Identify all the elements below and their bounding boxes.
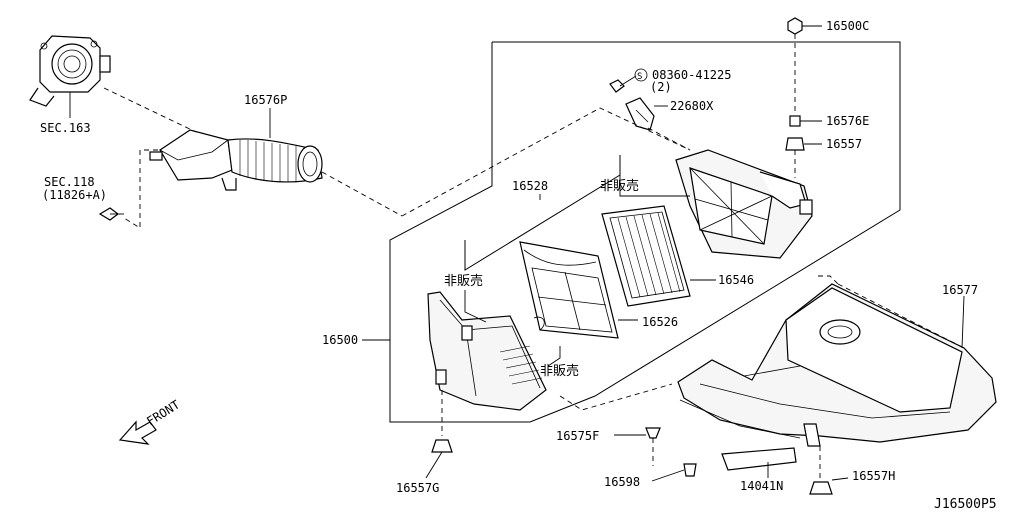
leader-lines [362,170,690,367]
label-16546: 16546 [718,273,754,287]
clip-16575F [614,427,661,466]
front-arrow [118,420,157,445]
label-front: FRONT [144,398,182,429]
label-nonsale-top: 非販売 [600,178,639,194]
label-08360-41225-symbol: S [637,72,642,82]
label-16576E: 16576E [826,114,869,128]
label-nonsale-mid: 非販売 [444,273,483,289]
label-16577: 16577 [942,283,978,297]
label-16598: 16598 [604,475,640,489]
label-16528: 16528 [512,179,548,193]
label-nonsale-low: 非販売 [540,363,579,379]
label-16557G: 16557G [396,481,439,495]
grommet-16557G [425,439,453,479]
bolt-sec118 [98,207,124,221]
assembly-box-16500 [389,41,901,423]
screw-08360-41225 [609,68,648,93]
air-duct-16576P [149,108,323,191]
label-16526: 16526 [642,315,678,329]
grommet-16557H [809,446,849,495]
bracket-16528 [464,155,621,271]
air-cleaner-cover [675,149,813,259]
label-14041N: 14041N [740,479,783,493]
connection-lines [103,87,839,411]
clip-16598 [651,463,697,482]
label-16575F: 16575F [556,429,599,443]
label-sec163: SEC.163 [40,121,91,135]
label-16576P: 16576P [244,93,287,107]
label-08360-41225-qty: (2) [650,80,672,94]
label-16500C: 16500C [826,19,869,33]
air-cleaner-lower-case [427,291,547,436]
grommet-16576E [789,115,822,127]
label-16557H: 16557H [852,469,895,483]
throttle-body [29,35,111,118]
nut-16500C [787,17,822,115]
filter-frame-16526 [519,241,638,339]
label-16557: 16557 [826,137,862,151]
resonator-16577 [677,283,997,471]
label-16500: 16500 [322,333,358,347]
label-sec118: SEC.118 [44,175,95,189]
label-sec118-sub: (11826+A) [42,188,107,202]
label-08360-41225: 08360-41225 [652,68,731,82]
filter-element-16546 [601,205,716,307]
diagram-code: J16500P5 [934,497,997,512]
label-22680X: 22680X [670,99,714,113]
grommet-16557 [785,137,822,178]
